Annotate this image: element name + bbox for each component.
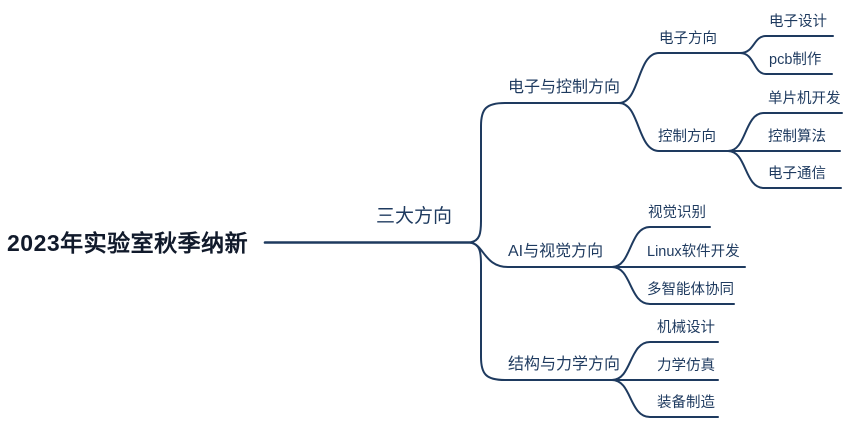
connector-electronic-communication (727, 150, 842, 189)
node-multi-agent[interactable]: 多智能体协同 (647, 282, 734, 298)
node-root-title[interactable]: 2023年实验室秋季纳新 (7, 230, 249, 256)
node-pcb-making[interactable]: pcb制作 (769, 52, 822, 68)
node-mcu-development[interactable]: 单片机开发 (768, 91, 841, 107)
node-control-direction[interactable]: 控制方向 (658, 129, 716, 145)
node-electronic-design[interactable]: 电子设计 (769, 14, 827, 30)
node-branch-electronics-control[interactable]: 电子与控制方向 (508, 79, 621, 96)
connector-control-direction (618, 102, 841, 152)
connector-mcu-development (727, 112, 843, 152)
node-branch-ai-vision[interactable]: AI与视觉方向 (508, 243, 604, 260)
connector-branch-structure-mechanics (469, 241, 719, 381)
node-branch-structure-mechanics[interactable]: 结构与力学方向 (508, 356, 621, 373)
connector-equipment-manufacturing (611, 379, 719, 418)
node-control-algorithm[interactable]: 控制算法 (768, 129, 826, 145)
node-equipment-manufacturing[interactable]: 装备制造 (657, 395, 715, 411)
node-three-directions[interactable]: 三大方向 (376, 206, 453, 227)
connector-mechanical-design (611, 341, 719, 381)
connector-multi-agent (611, 266, 735, 305)
node-linux-software-dev[interactable]: Linux软件开发 (647, 244, 740, 260)
connector-pcb-making (739, 52, 833, 75)
node-electronics-direction[interactable]: 电子方向 (659, 31, 717, 47)
connector-electronic-design (739, 35, 834, 54)
node-mechanics-simulation[interactable]: 力学仿真 (657, 358, 715, 374)
node-mechanical-design[interactable]: 机械设计 (657, 320, 715, 336)
node-electronic-communication[interactable]: 电子通信 (768, 166, 826, 182)
connector-branch-electronics-control (469, 102, 620, 244)
connector-vision-recognition (611, 226, 711, 268)
connector-electronics-direction (618, 52, 741, 104)
node-vision-recognition[interactable]: 视觉识别 (648, 205, 706, 221)
